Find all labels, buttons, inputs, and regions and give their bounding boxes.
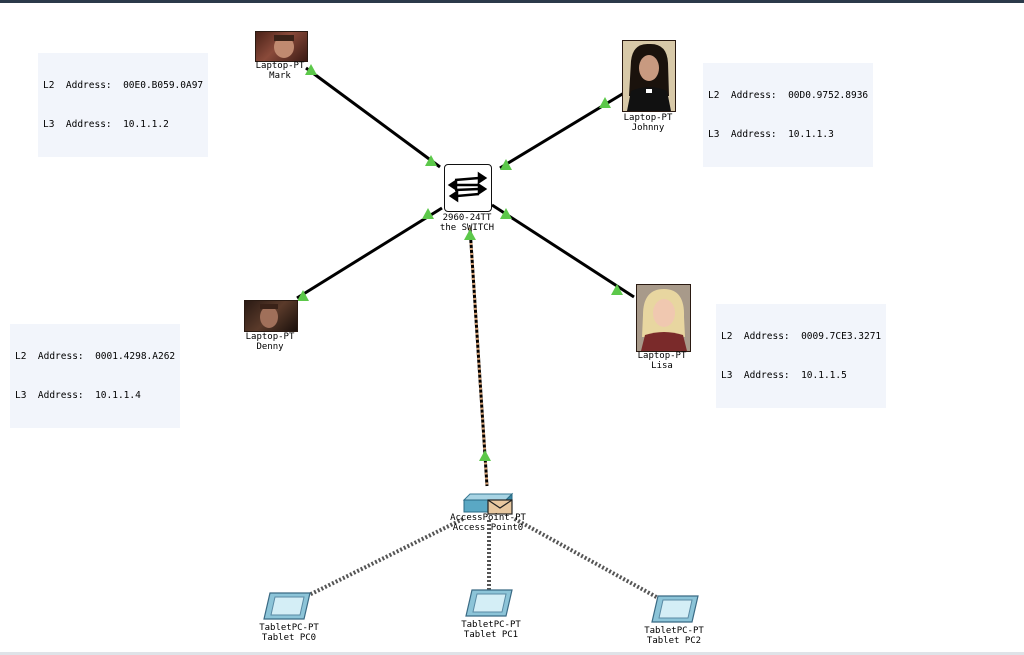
tablet-icon: [465, 589, 513, 617]
person-photo-icon: [260, 304, 278, 328]
switch-name: the SWITCH: [439, 223, 495, 233]
tablet-pc1[interactable]: [464, 588, 514, 618]
laptop-lisa-label: Laptop-PT Lisa: [622, 351, 702, 371]
window-top-border: [0, 0, 1024, 3]
green-triangle-link-up-icon: [425, 155, 437, 166]
switch-arrows-icon: [447, 171, 488, 203]
green-triangle-link-up-icon: [479, 450, 491, 461]
tablet-icon: [651, 595, 699, 623]
switch-model: 2960-24TT: [442, 213, 492, 223]
tablet-pc0-model: TabletPC-PT: [259, 623, 319, 633]
green-triangle-link-up-icon: [422, 208, 434, 219]
laptop-mark-name: Mark: [269, 71, 291, 81]
laptop-mark-model: Laptop-PT: [255, 61, 305, 71]
link-access-point-switch[interactable]: [468, 227, 489, 487]
wireless-overlay-dots: [468, 227, 489, 487]
tablet-pc2[interactable]: [650, 594, 700, 624]
laptop-lisa[interactable]: [636, 284, 691, 352]
laptop-lisa-model: Laptop-PT: [637, 351, 687, 361]
access-point-label: AccessPoint-PT Access Point0: [440, 513, 536, 533]
wireless-link-tablet0[interactable]: [306, 516, 466, 598]
tablet-pc0-name: Tablet PC0: [261, 633, 317, 643]
person-photo-icon: [627, 43, 671, 111]
laptop-denny-label: Laptop-PT Denny: [230, 332, 310, 352]
address-note-mark[interactable]: L2 Address: 00E0.B059.0A97 L3 Address: 1…: [38, 53, 208, 157]
green-triangle-link-up-icon: [611, 284, 623, 295]
access-point-device[interactable]: [462, 492, 514, 516]
address-note-johnny-l3: L3 Address: 10.1.1.3: [708, 129, 834, 140]
green-triangle-link-up-icon: [500, 159, 512, 170]
green-triangle-link-up-icon: [500, 208, 512, 219]
access-point-name: Access Point0: [452, 523, 524, 533]
laptop-denny-name: Denny: [256, 342, 284, 352]
switch-label: 2960-24TT the SWITCH: [425, 213, 509, 233]
address-note-mark-l2: L2 Address: 00E0.B059.0A97: [43, 80, 204, 91]
address-note-johnny-l2: L2 Address: 00D0.9752.8936: [708, 90, 869, 101]
laptop-lisa-name: Lisa: [651, 361, 673, 371]
tablet-pc2-name: Tablet PC2: [646, 636, 702, 646]
green-triangle-link-up-icon: [297, 290, 309, 301]
link-status-indicators: [297, 64, 623, 461]
link-mark-switch[interactable]: [305, 66, 441, 169]
person-photo-icon: [641, 289, 687, 351]
green-triangle-link-up-icon: [599, 97, 611, 108]
address-note-denny[interactable]: L2 Address: 0001.4298.A262 L3 Address: 1…: [10, 324, 180, 428]
green-triangle-link-up-icon: [464, 229, 476, 240]
tablet-pc2-label: TabletPC-PT Tablet PC2: [632, 626, 716, 646]
tablet-pc0[interactable]: [262, 591, 312, 621]
laptop-johnny-label: Laptop-PT Johnny: [608, 113, 688, 133]
laptop-johnny-model: Laptop-PT: [623, 113, 673, 123]
tablet-pc0-label: TabletPC-PT Tablet PC0: [247, 623, 331, 643]
tablet-pc1-model: TabletPC-PT: [461, 620, 521, 630]
address-note-mark-l3: L3 Address: 10.1.1.2: [43, 119, 169, 130]
address-note-lisa[interactable]: L2 Address: 0009.7CE3.3271 L3 Address: 1…: [716, 304, 886, 408]
green-triangle-link-up-icon: [305, 64, 317, 75]
tablet-icon: [263, 592, 311, 620]
window-bottom-border: [0, 652, 1024, 655]
access-point-icon: [462, 492, 514, 515]
laptop-johnny[interactable]: [622, 40, 676, 112]
address-note-johnny[interactable]: L2 Address: 00D0.9752.8936 L3 Address: 1…: [703, 63, 873, 167]
laptop-mark-label: Laptop-PT Mark: [240, 61, 320, 81]
address-note-lisa-l2: L2 Address: 0009.7CE3.3271: [721, 331, 882, 342]
person-photo-icon: [274, 35, 294, 58]
laptop-johnny-name: Johnny: [631, 123, 665, 133]
address-note-lisa-l3: L3 Address: 10.1.1.5: [721, 370, 847, 381]
tablet-pc1-label: TabletPC-PT Tablet PC1: [449, 620, 533, 640]
tablet-pc2-model: TabletPC-PT: [644, 626, 704, 636]
laptop-denny[interactable]: [244, 300, 298, 332]
laptop-denny-model: Laptop-PT: [245, 332, 295, 342]
link-lisa-switch[interactable]: [491, 203, 635, 299]
address-note-denny-l2: L2 Address: 0001.4298.A262: [15, 351, 176, 362]
laptop-mark[interactable]: [255, 31, 308, 62]
link-denny-switch[interactable]: [296, 206, 443, 300]
address-note-denny-l3: L3 Address: 10.1.1.4: [15, 390, 141, 401]
tablet-pc1-name: Tablet PC1: [463, 630, 519, 640]
access-point-model: AccessPoint-PT: [450, 513, 526, 523]
switch-device[interactable]: [444, 164, 492, 212]
